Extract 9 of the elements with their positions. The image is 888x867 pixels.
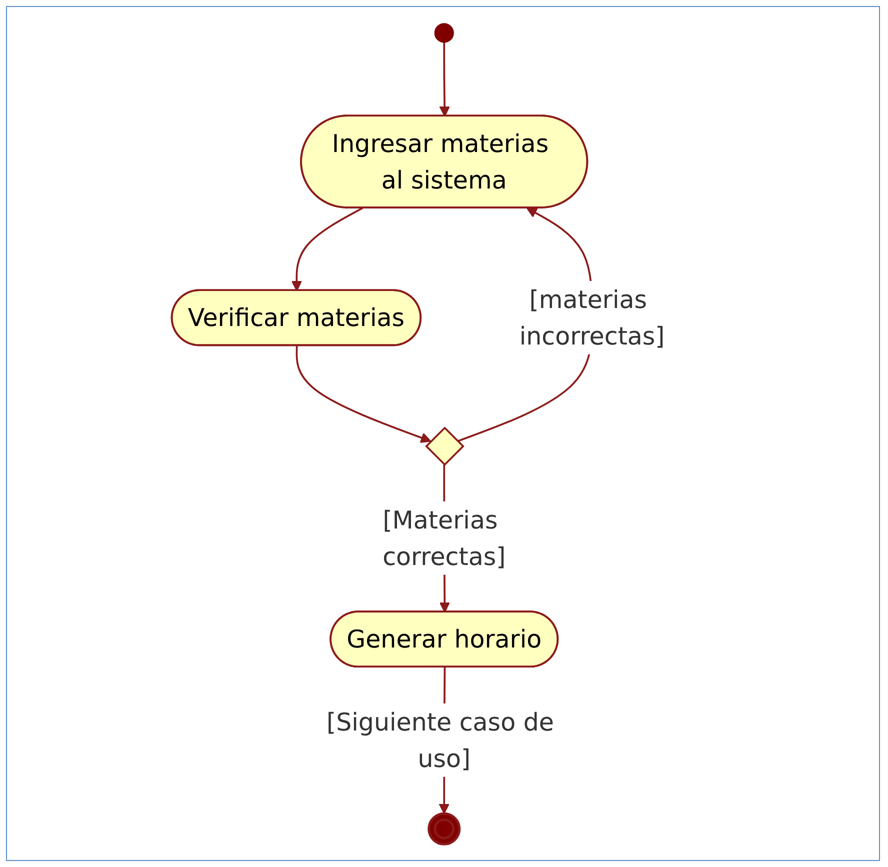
node-diamond bbox=[424, 426, 464, 466]
edge-label: [Siguiente caso de uso] bbox=[326, 706, 554, 773]
node-circle bbox=[434, 22, 454, 42]
arrow bbox=[439, 42, 450, 116]
arrow bbox=[296, 345, 432, 442]
edge-label: [materias incorrectas] bbox=[519, 284, 665, 350]
node-bullseye bbox=[427, 812, 460, 845]
edge-label: [Materias correctas] bbox=[382, 504, 506, 571]
arrow bbox=[291, 206, 363, 291]
